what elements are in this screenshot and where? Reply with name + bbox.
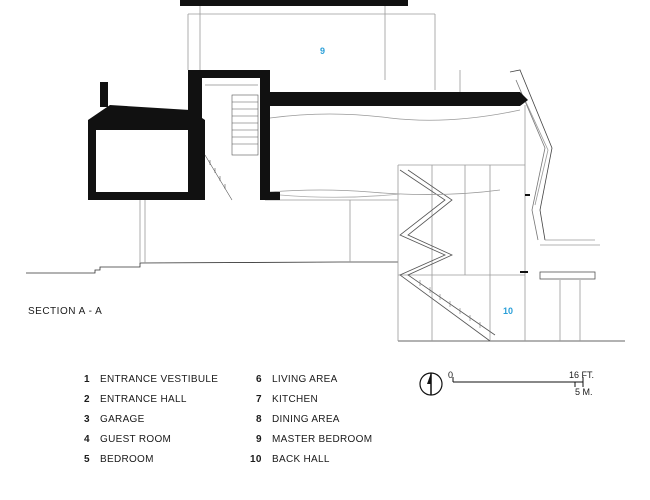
room-label-10: 10 bbox=[503, 306, 514, 316]
legend-label: DINING AREA bbox=[272, 414, 340, 425]
legend-label: BEDROOM bbox=[100, 454, 154, 465]
legend-label: LIVING AREA bbox=[272, 374, 338, 385]
stair-tower-wall-right bbox=[260, 70, 270, 200]
legend-num: 1 bbox=[84, 374, 90, 385]
legend-item: 3 GARAGE bbox=[84, 414, 145, 425]
legend-item: 9 MASTER BEDROOM bbox=[256, 434, 372, 445]
legend-item: 10 BACK HALL bbox=[250, 454, 330, 465]
legend-label: MASTER BEDROOM bbox=[272, 434, 373, 445]
legend-num: 2 bbox=[84, 394, 90, 405]
section-title: SECTION A - A bbox=[28, 306, 103, 317]
scale-zero-label: 0 bbox=[448, 370, 454, 380]
legend-num: 8 bbox=[256, 414, 262, 425]
ground-line bbox=[26, 261, 398, 274]
scale-meters-label: 5 M. bbox=[575, 387, 593, 397]
legend-label: ENTRANCE VESTIBULE bbox=[100, 374, 219, 385]
legend-label: GARAGE bbox=[100, 414, 145, 425]
legend-label: GUEST ROOM bbox=[100, 434, 172, 445]
legend-item: 7 KITCHEN bbox=[256, 394, 318, 405]
stair-tower-top bbox=[188, 70, 270, 78]
legend-label: ENTRANCE HALL bbox=[100, 394, 187, 405]
legend-num: 9 bbox=[256, 434, 262, 445]
legend-item: 1 ENTRANCE VESTIBULE bbox=[84, 374, 218, 385]
legend-num: 3 bbox=[84, 414, 90, 425]
legend-item: 2 ENTRANCE HALL bbox=[84, 394, 187, 405]
legend-label: BACK HALL bbox=[272, 454, 330, 465]
scale-feet-label: 16 FT. bbox=[569, 370, 595, 380]
legend-num: 4 bbox=[84, 434, 90, 445]
scale-bar bbox=[452, 377, 584, 387]
roof-slab bbox=[180, 0, 408, 6]
legend-num: 7 bbox=[256, 394, 262, 405]
legend-label: KITCHEN bbox=[272, 394, 318, 405]
legend-item: 5 BEDROOM bbox=[84, 454, 154, 465]
legend-num: 10 bbox=[250, 454, 262, 465]
legend-num: 6 bbox=[256, 374, 262, 385]
north-arrow-icon bbox=[419, 372, 443, 396]
scale-and-north bbox=[419, 372, 584, 396]
legend-item: 6 LIVING AREA bbox=[256, 374, 338, 385]
legend-item: 8 DINING AREA bbox=[256, 414, 340, 425]
room-label-9: 9 bbox=[320, 46, 326, 56]
stair-tower-wall-left bbox=[188, 70, 202, 200]
legend-num: 5 bbox=[84, 454, 90, 465]
legend-item: 4 GUEST ROOM bbox=[84, 434, 171, 445]
